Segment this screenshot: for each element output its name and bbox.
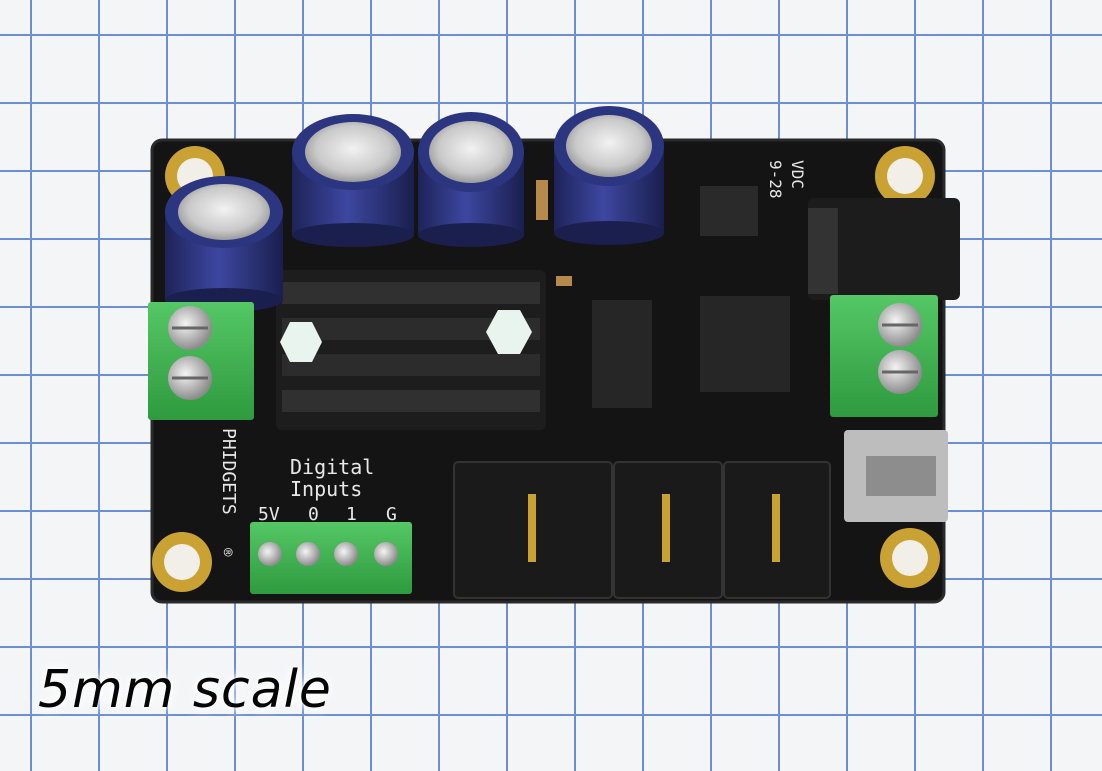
registered-mark: ® (219, 548, 235, 557)
capacitor-4 (554, 106, 664, 245)
usb-port (844, 430, 948, 522)
digital-input-terminal (250, 522, 412, 594)
ic-chips (536, 180, 790, 408)
heatsink (276, 270, 546, 430)
terminal-label-0: 0 (308, 504, 319, 525)
power-unit: VDC (788, 160, 807, 189)
terminal-label-5v: 5V (258, 504, 280, 525)
terminal-label-1: 1 (346, 504, 357, 525)
capacitor-1 (165, 176, 283, 312)
terminal-label-g: G (386, 504, 397, 525)
power-voltage-range: 9-28 (766, 160, 785, 199)
power-terminal-block (830, 295, 938, 417)
brand-logo-text: PHIDGETS (218, 428, 239, 515)
sensor-connectors (453, 461, 831, 599)
inputs-title-line1: Digital (290, 455, 374, 479)
inputs-title-line2: Inputs (290, 477, 362, 501)
capacitor-2 (292, 114, 414, 247)
dc-power-jack (808, 198, 960, 300)
scale-caption: 5mm scale (38, 660, 332, 720)
motor-terminal-block (148, 302, 254, 420)
silkscreen-labels: Digital Inputs 5V 0 1 G PHIDGETS ® 9-28 … (218, 160, 807, 557)
capacitor-3 (418, 112, 524, 247)
